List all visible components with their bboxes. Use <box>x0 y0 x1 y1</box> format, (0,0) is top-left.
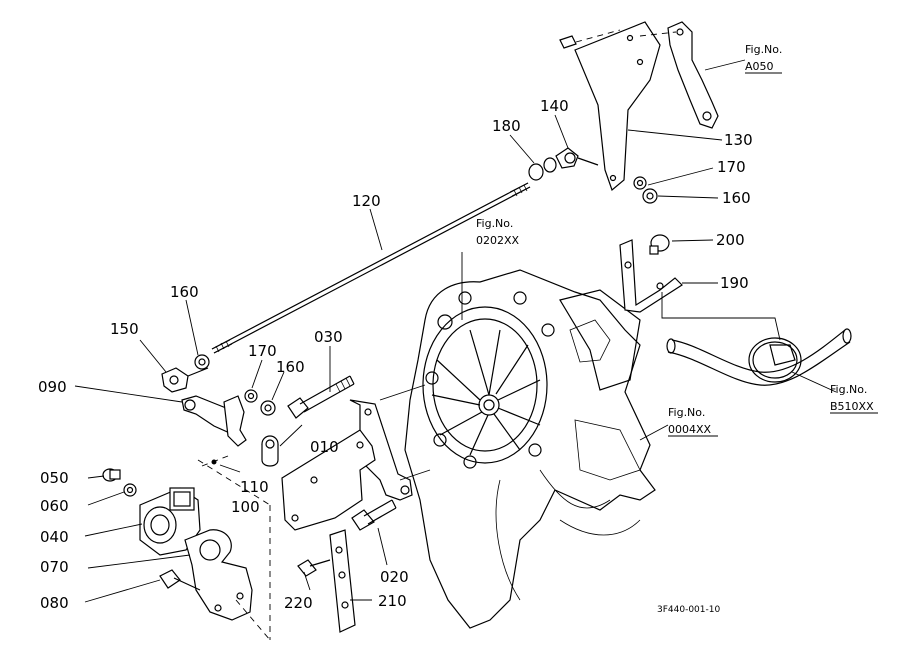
nut-160-upper <box>642 188 658 204</box>
bolt-220 <box>297 559 331 577</box>
fig-ref-label: Fig.No. <box>476 217 513 230</box>
part-label-160-left: 160 <box>170 283 199 301</box>
washer-170-upper <box>633 176 647 190</box>
bracket-010 <box>281 384 431 531</box>
fig-ref-a050: Fig.No. A050 <box>745 43 782 74</box>
bracket-190 <box>619 239 781 341</box>
fig-ref-code: A050 <box>745 60 774 73</box>
part-label-090: 090 <box>38 378 67 396</box>
fig-ref-label: Fig.No. <box>830 383 867 396</box>
bolt-200 <box>649 234 670 255</box>
washer-170-left <box>244 389 258 403</box>
nut-160-left <box>194 354 210 370</box>
ball-joint-150 <box>161 367 209 393</box>
fig-ref-0004xx: Fig.No. 0004XX <box>668 406 718 437</box>
bracket-130 <box>559 21 661 192</box>
part-label-030: 030 <box>314 328 343 346</box>
part-label-190: 190 <box>720 274 749 292</box>
part-label-170-upper: 170 <box>717 158 746 176</box>
part-label-010: 010 <box>310 438 339 456</box>
part-label-040: 040 <box>40 528 69 546</box>
arm-a050 <box>639 21 719 129</box>
part-label-170-left: 170 <box>248 342 277 360</box>
housing-ribs <box>431 329 541 456</box>
rod-120 <box>211 182 531 354</box>
fig-ref-code: 0004XX <box>668 423 712 436</box>
collar-110 <box>261 435 279 467</box>
bolt-020 <box>351 499 397 531</box>
part-label-100: 100 <box>231 498 260 516</box>
fig-ref-label: Fig.No. <box>668 406 705 419</box>
plate-210 <box>329 529 356 633</box>
transmission-case <box>404 269 656 629</box>
bracket-070 <box>184 529 253 621</box>
drawing-code: 3F440-001-10 <box>657 605 720 615</box>
part-label-160-upper: 160 <box>722 189 751 207</box>
part-label-080: 080 <box>40 594 69 612</box>
part-label-020: 020 <box>380 568 409 586</box>
hose-b510 <box>666 328 852 386</box>
leader-lines <box>74 59 837 603</box>
bolt-080 <box>159 569 201 591</box>
screw-050 <box>102 468 121 482</box>
fig-ref-code: 0202XX <box>476 234 520 247</box>
part-label-210: 210 <box>378 592 407 610</box>
part-label-160-mid: 160 <box>276 358 305 376</box>
fig-ref-code: B510XX <box>830 400 874 413</box>
rod-end-090 <box>181 395 247 447</box>
part-label-070: 070 <box>40 558 69 576</box>
ball-joint-140 <box>555 147 599 169</box>
bolt-030 <box>287 375 355 419</box>
part-label-110: 110 <box>240 478 269 496</box>
part-label-150: 150 <box>110 320 139 338</box>
part-label-180: 180 <box>492 117 521 135</box>
fig-ref-b510xx: Fig.No. B510XX <box>830 383 878 414</box>
fig-ref-label: Fig.No. <box>745 43 782 56</box>
part-label-140: 140 <box>540 97 569 115</box>
nut-160-mid <box>260 400 276 416</box>
part-label-200: 200 <box>716 231 745 249</box>
nut-180 <box>528 157 557 181</box>
part-label-220: 220 <box>284 594 313 612</box>
pin-100 <box>201 455 229 467</box>
part-label-130: 130 <box>724 131 753 149</box>
part-label-060: 060 <box>40 497 69 515</box>
part-label-120: 120 <box>352 192 381 210</box>
part-label-050: 050 <box>40 469 69 487</box>
fig-ref-0202xx: Fig.No. 0202XX <box>476 217 520 247</box>
part-labels: 010 020 030 040 050 060 070 080 090 100 … <box>38 97 753 612</box>
washer-060 <box>123 483 137 497</box>
sensor-040 <box>139 487 201 556</box>
